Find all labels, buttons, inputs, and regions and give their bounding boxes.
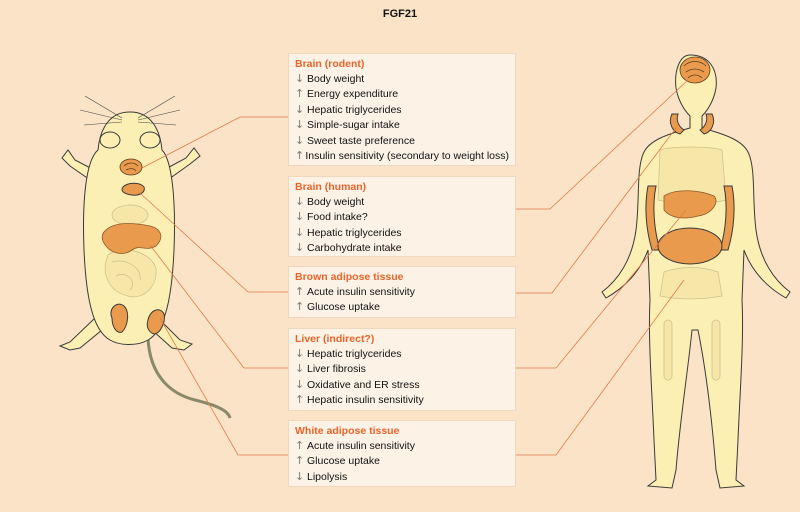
effect-text: Hepatic triglycerides — [307, 347, 402, 360]
arrow-down-icon: ↓ — [295, 377, 305, 391]
effect-row: ↓Liver fibrosis — [295, 362, 509, 378]
arrow-up-icon: ↑ — [295, 438, 305, 452]
human-brown-adipose-left — [669, 113, 685, 135]
effect-text: Hepatic insulin sensitivity — [307, 394, 424, 407]
arrow-down-icon: ↓ — [295, 241, 305, 255]
connector-human-brain — [516, 79, 689, 210]
effect-text: Glucose uptake — [307, 455, 380, 468]
effect-text: Food intake? — [307, 211, 368, 224]
effect-row: ↑Acute insulin sensitivity — [295, 284, 509, 300]
human-brown-adipose-right — [699, 113, 715, 135]
arrow-up-icon: ↑ — [295, 149, 305, 163]
effect-row: ↓Hepatic triglycerides — [295, 346, 509, 362]
arrow-up-icon: ↑ — [295, 300, 305, 314]
connector-human-wat — [516, 279, 685, 456]
effect-row: ↑Glucose uptake — [295, 300, 509, 316]
effect-row: ↓Body weight — [295, 71, 509, 87]
box-white-adipose: White adipose tissue ↑Acute insulin sens… — [288, 420, 516, 487]
box-liver: Liver (indirect?) ↓Hepatic triglycerides… — [288, 328, 516, 411]
effect-text: Carbohydrate intake — [307, 242, 402, 255]
human-brain — [679, 56, 711, 84]
arrow-down-icon: ↓ — [295, 118, 305, 132]
effect-row: ↓Hepatic triglycerides — [295, 102, 509, 118]
effect-text: Liver fibrosis — [307, 363, 366, 376]
effect-text: Lipolysis — [307, 470, 348, 483]
arrow-up-icon: ↑ — [295, 284, 305, 298]
effect-row: ↓Sweet taste preference — [295, 133, 509, 149]
effect-row: ↑Hepatic insulin sensitivity — [295, 393, 509, 409]
effect-row: ↓Simple-sugar intake — [295, 118, 509, 134]
box-title: Brain (rodent) — [295, 58, 365, 70]
effect-text: Hepatic triglycerides — [307, 226, 402, 239]
effect-text: Glucose uptake — [307, 301, 380, 314]
effect-text: Energy expenditure — [307, 88, 399, 101]
arrow-down-icon: ↓ — [295, 210, 305, 224]
arrow-up-icon: ↑ — [295, 454, 305, 468]
effect-row: ↓Food intake? — [295, 210, 509, 226]
box-brown-adipose: Brown adipose tissue ↑Acute insulin sens… — [288, 266, 516, 318]
effect-text: Acute insulin sensitivity — [307, 285, 415, 298]
figure-title: FGF21 — [382, 8, 418, 20]
connector-mouse-bat — [139, 192, 288, 293]
box-brain-human: Brain (human) ↓Body weight ↓Food intake?… — [288, 176, 516, 257]
arrow-up-icon: ↑ — [295, 87, 305, 101]
effect-row: ↓Body weight — [295, 194, 509, 210]
effect-text: Hepatic triglycerides — [307, 103, 402, 116]
effect-row: ↑Acute insulin sensitivity — [295, 438, 509, 454]
mouse-white-adipose-right — [146, 309, 165, 335]
arrow-down-icon: ↓ — [295, 133, 305, 147]
effect-row: ↓Oxidative and ER stress — [295, 377, 509, 393]
arrow-down-icon: ↓ — [295, 346, 305, 360]
connector-lines — [139, 79, 689, 456]
connector-human-liver — [516, 209, 687, 369]
effect-text: Simple-sugar intake — [307, 119, 400, 132]
effect-text: Insulin sensitivity (secondary to weight… — [305, 150, 509, 163]
effect-row: ↑Energy expenditure — [295, 87, 509, 103]
human-illustration — [601, 54, 791, 489]
box-title: Brain (human) — [295, 181, 367, 193]
box-brain-rodent: Brain (rodent) ↓Body weight ↑Energy expe… — [288, 53, 516, 166]
effect-row: ↓Lipolysis — [295, 469, 509, 485]
effect-row: ↑Glucose uptake — [295, 454, 509, 470]
arrow-down-icon: ↓ — [295, 194, 305, 208]
effect-row: ↓Hepatic triglycerides — [295, 225, 509, 241]
arrow-down-icon: ↓ — [295, 469, 305, 483]
arrow-down-icon: ↓ — [295, 102, 305, 116]
mouse-illustration — [58, 95, 232, 419]
effect-text: Sweet taste preference — [307, 134, 415, 147]
connector-mouse-brain — [141, 116, 288, 169]
human-abdominal-fat — [657, 227, 723, 265]
effect-text: Body weight — [307, 72, 365, 85]
effect-text: Acute insulin sensitivity — [307, 439, 415, 452]
effect-row: ↓Carbohydrate intake — [295, 241, 509, 257]
effect-row: ↑Insulin sensitivity (secondary to weigh… — [295, 149, 509, 165]
box-title: Liver (indirect?) — [295, 333, 375, 345]
box-title: White adipose tissue — [295, 425, 400, 437]
mouse-liver — [101, 223, 162, 254]
connector-human-bat — [516, 127, 677, 294]
mouse-brain — [119, 158, 143, 176]
arrow-up-icon: ↑ — [295, 393, 305, 407]
mouse-white-adipose-left — [110, 303, 129, 333]
arrow-down-icon: ↓ — [295, 71, 305, 85]
arrow-down-icon: ↓ — [295, 362, 305, 376]
connector-mouse-liver — [149, 244, 288, 369]
connector-mouse-wat — [159, 317, 288, 456]
arrow-down-icon: ↓ — [295, 225, 305, 239]
effect-text: Oxidative and ER stress — [307, 378, 420, 391]
box-title: Brown adipose tissue — [295, 271, 404, 283]
human-liver — [663, 190, 717, 219]
effect-text: Body weight — [307, 195, 365, 208]
